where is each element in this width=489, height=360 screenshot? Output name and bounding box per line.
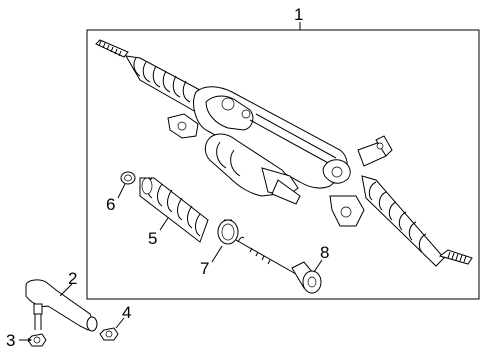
assist-motor [204, 133, 301, 205]
left-bellows-boot [125, 55, 201, 113]
callout-1: 1 [294, 5, 303, 24]
boot-small-clamp [120, 171, 136, 185]
jam-nut [99, 327, 119, 341]
left-rack-end [95, 39, 129, 58]
callout-6: 6 [106, 195, 115, 214]
gear-housing [167, 86, 348, 189]
leader-lines [19, 22, 323, 342]
callout-8: 8 [320, 243, 329, 262]
boot-large-clamp [217, 219, 239, 245]
callout-7: 7 [200, 259, 209, 278]
inner-tie-rod [235, 236, 322, 294]
right-mount-bracket [329, 195, 365, 227]
callout-3: 3 [6, 331, 15, 350]
boot [139, 177, 209, 243]
right-rack-end [438, 249, 473, 265]
right-bellows-boot [361, 175, 445, 267]
callout-5: 5 [148, 229, 157, 248]
callout-4: 4 [122, 303, 131, 322]
pinion-input-shaft [322, 135, 393, 184]
outer-tie-rod-end [25, 279, 98, 332]
assembly-frame [86, 29, 480, 300]
steering-gear-assembly [95, 39, 473, 267]
callout-2: 2 [68, 269, 77, 288]
